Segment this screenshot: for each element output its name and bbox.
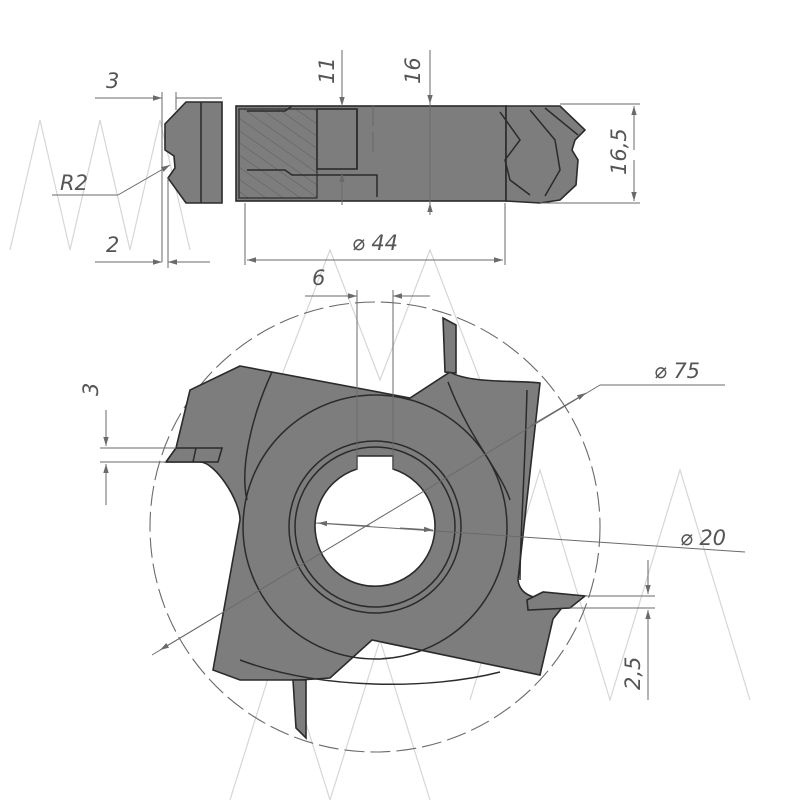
tooth-insert-bottom [292,679,307,740]
dim-16-5: 16,5 [607,128,631,175]
dim-r2: R2 [60,171,88,195]
dim-3-front: 3 [79,383,103,396]
dim-2-side: 2 [106,233,119,257]
hub-ring-inner [294,446,456,608]
dim-16: 16 [401,57,425,84]
outer-diameter-circle [149,301,601,753]
side-view [164,101,587,204]
dim-dia-20: ⌀ 20 [680,526,726,550]
dim-2-5: 2,5 [621,657,645,690]
side-profile-right [505,105,587,204]
side-section-hatch [238,108,318,199]
hub-ring-outer [242,394,508,660]
front-dimensions: 6 ⌀ 75 ⌀ 20 3 2,5 [79,266,746,700]
side-dimensions: 3 R2 2 11 16 16,5 ⌀ 44 [52,50,640,268]
dim-11: 11 [315,57,339,84]
dim-dia-44: ⌀ 44 [352,231,398,255]
dim-dia-75: ⌀ 75 [654,359,700,383]
tooth-insert-top [442,316,457,374]
hub-ring-mid [288,440,462,614]
dim-6: 6 [312,266,325,290]
tooth-insert-right [526,591,588,611]
dim-3-side: 3 [106,69,119,93]
side-tooth-left [164,101,223,204]
